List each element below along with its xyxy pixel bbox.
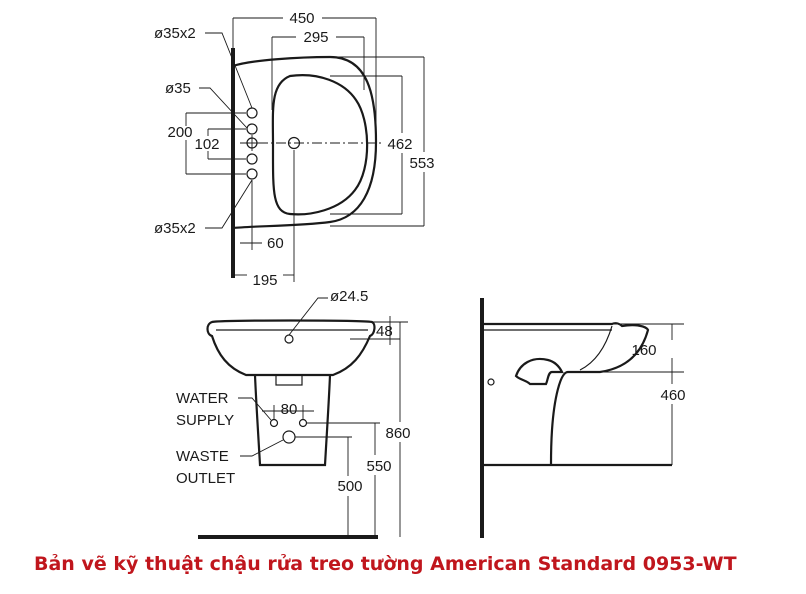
dim-462-lines — [330, 75, 403, 215]
top-view-hole-4-icon — [246, 153, 258, 165]
top-view-basin-outline — [232, 55, 378, 230]
leader-hole-center — [199, 87, 248, 129]
label-waste-outlet-1: WASTE — [176, 448, 229, 465]
side-view-supply-icon — [487, 378, 495, 386]
dim-860-lines — [372, 321, 408, 537]
side-view-pedestal — [549, 370, 569, 466]
dim-460: 460 — [660, 387, 685, 404]
label-holes-bottom: ø35x2 — [154, 220, 196, 237]
drawing-caption: Bản vẽ kỹ thuật chậu rửa treo tường Amer… — [34, 553, 737, 575]
dim-450: 450 — [289, 10, 314, 27]
dim-295: 295 — [303, 29, 328, 46]
dim-48: 48 — [376, 323, 393, 340]
dim-195: 195 — [252, 272, 277, 289]
label-water-supply-1: WATER — [176, 390, 229, 407]
dim-160: 160 — [631, 342, 656, 359]
dim-overflow: ø24.5 — [330, 288, 368, 305]
label-hole-center: ø35 — [165, 80, 191, 97]
label-water-supply-2: SUPPLY — [176, 412, 234, 429]
dim-295-lines — [271, 36, 365, 110]
dim-550: 550 — [366, 458, 391, 475]
top-view-hole-2-icon — [246, 123, 258, 135]
top-view: 450 295 462 553 — [154, 10, 435, 289]
leader-holes-top — [205, 32, 253, 109]
front-view-trap-box — [275, 374, 303, 386]
label-waste-outlet-2: OUTLET — [176, 470, 235, 487]
leader-overflow — [288, 297, 328, 336]
dim-160-lines — [568, 323, 684, 373]
supply-left-icon — [269, 418, 279, 428]
dim-200: 200 — [167, 124, 192, 141]
dim-550-lines — [307, 422, 380, 537]
supply-right-icon — [298, 418, 308, 428]
side-view: 160 460 — [480, 298, 686, 538]
dim-462: 462 — [387, 136, 412, 153]
front-view-pedestal — [253, 374, 332, 467]
label-holes-top: ø35x2 — [154, 25, 196, 42]
leader-waste-outlet — [240, 439, 284, 457]
dim-80: 80 — [281, 401, 298, 418]
dim-60-lines — [240, 180, 262, 250]
top-view-bowl-outline — [271, 74, 369, 216]
leader-holes-bottom — [205, 179, 253, 229]
dim-200-102-lines — [185, 112, 246, 175]
dim-500-lines — [295, 436, 352, 537]
dim-860: 860 — [385, 425, 410, 442]
front-view: ø24.5 48 80 WATER SUPPLY WASTE OUTLET — [176, 288, 411, 539]
dim-102: 102 — [194, 136, 219, 153]
dim-80-lines — [262, 405, 314, 419]
waste-outlet-icon — [282, 430, 296, 444]
front-view-overflow-icon — [284, 334, 294, 344]
dim-500: 500 — [337, 478, 362, 495]
dim-60: 60 — [267, 235, 284, 252]
side-view-bowl-inner — [579, 325, 613, 371]
side-view-basin-outline — [482, 322, 650, 374]
dim-553-lines — [330, 56, 425, 227]
dim-195-lines — [233, 150, 295, 282]
top-view-hole-5-icon — [246, 168, 258, 180]
leader-water-supply — [238, 397, 272, 421]
front-view-basin-outline — [206, 319, 376, 377]
dim-553: 553 — [409, 155, 434, 172]
side-view-trap — [514, 357, 564, 386]
top-view-hole-1-icon — [246, 107, 258, 119]
dim-450-lines — [232, 17, 377, 142]
